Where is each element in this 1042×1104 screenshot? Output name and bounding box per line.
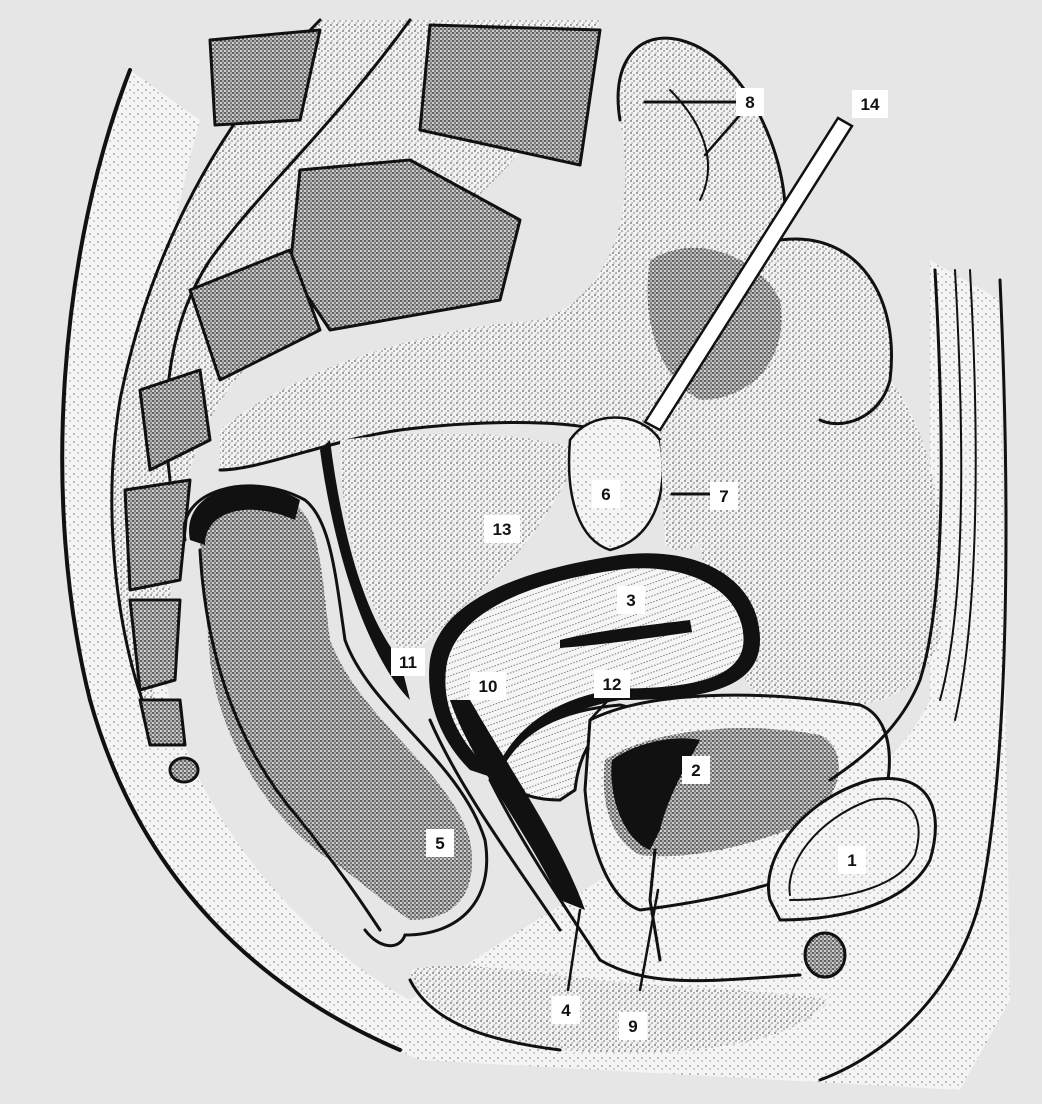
label-12-text: 12 bbox=[603, 675, 622, 694]
label-7-text: 7 bbox=[719, 487, 728, 506]
label-14-text: 14 bbox=[861, 95, 880, 114]
label-2-text: 2 bbox=[691, 761, 700, 780]
label-13: 13 bbox=[484, 515, 520, 543]
label-7: 7 bbox=[710, 482, 738, 510]
label-5: 5 bbox=[426, 829, 454, 857]
label-11-text: 11 bbox=[399, 653, 417, 672]
label-10: 10 bbox=[470, 672, 506, 700]
label-8: 8 bbox=[736, 88, 764, 116]
label-12: 12 bbox=[594, 670, 630, 698]
label-3: 3 bbox=[617, 586, 645, 614]
label-4-text: 4 bbox=[561, 1001, 571, 1020]
label-6: 6 bbox=[592, 480, 620, 508]
label-1-text: 1 bbox=[847, 851, 856, 870]
label-3-text: 3 bbox=[626, 591, 635, 610]
label-9-text: 9 bbox=[628, 1017, 637, 1036]
label-1: 1 bbox=[838, 846, 866, 874]
label-11: 11 bbox=[391, 648, 425, 676]
label-10-text: 10 bbox=[479, 677, 498, 696]
label-4: 4 bbox=[552, 996, 580, 1024]
label-9: 9 bbox=[619, 1012, 647, 1040]
label-5-text: 5 bbox=[435, 834, 444, 853]
label-8-text: 8 bbox=[745, 93, 754, 112]
label-14: 14 bbox=[852, 90, 888, 118]
label-2: 2 bbox=[682, 756, 710, 784]
label-13-text: 13 bbox=[493, 520, 512, 539]
label-6-text: 6 bbox=[601, 485, 610, 504]
